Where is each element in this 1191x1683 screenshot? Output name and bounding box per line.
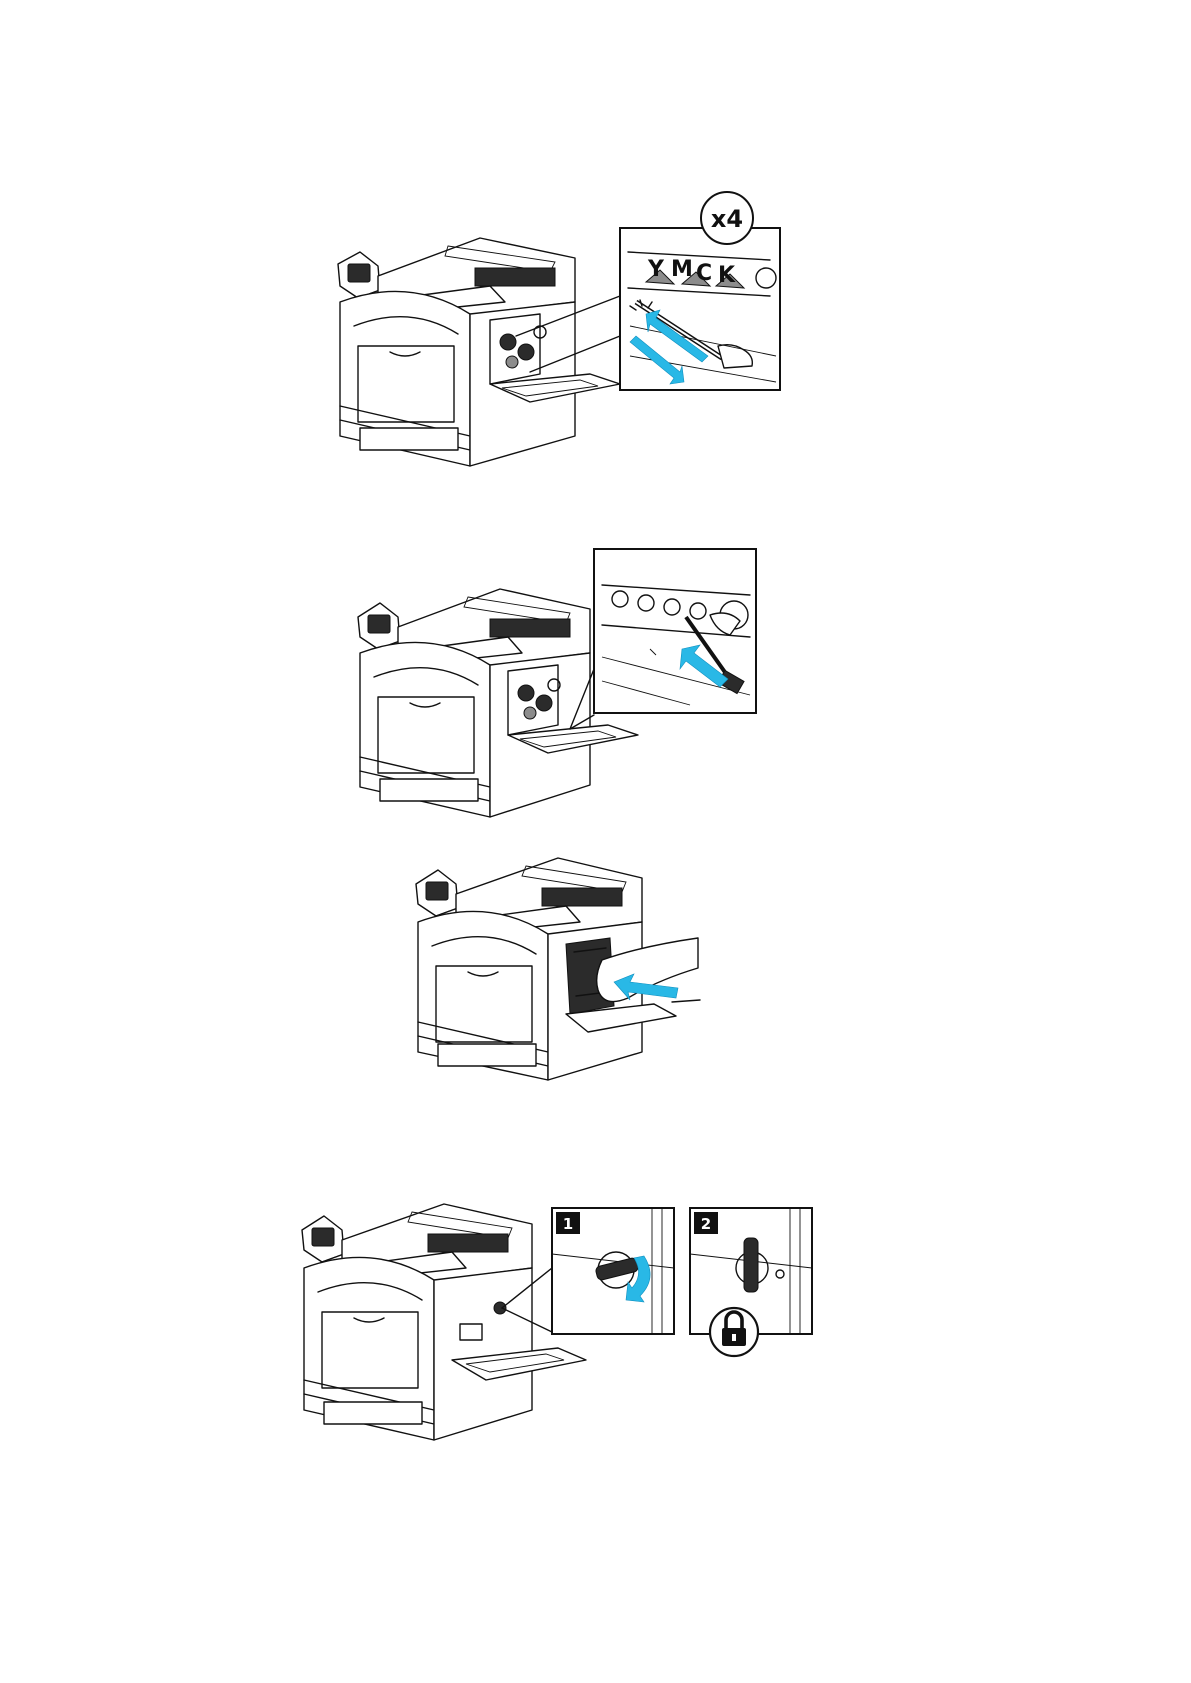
callout-panel-cleaning-rod: x4 Y M C K: [620, 192, 780, 390]
step-number: 2: [701, 1215, 711, 1233]
printer-illustration: [338, 238, 620, 466]
color-label-magenta: M: [671, 257, 693, 282]
figure-4-locking-lever: 1 2: [296, 1204, 886, 1504]
figure-3-inserting-waste-cartridge: [410, 856, 710, 1086]
step-number: 1: [563, 1215, 573, 1233]
figure-1-cleaning-led-lenses: x4 Y M C K: [330, 206, 850, 496]
color-label-black: K: [718, 263, 736, 288]
figure-2-sweeping-interior: [350, 545, 830, 835]
repeat-count-label: x4: [711, 205, 743, 233]
lock-icon: [710, 1308, 758, 1356]
color-label-cyan: C: [696, 261, 712, 286]
callout-panel-brush: [594, 549, 756, 713]
color-label-yellow: Y: [647, 257, 665, 282]
printer-illustration: [302, 1204, 586, 1440]
printer-illustration: [416, 858, 700, 1080]
step-1-panel: 1: [552, 1208, 674, 1334]
step-2-panel: 2: [690, 1208, 812, 1356]
